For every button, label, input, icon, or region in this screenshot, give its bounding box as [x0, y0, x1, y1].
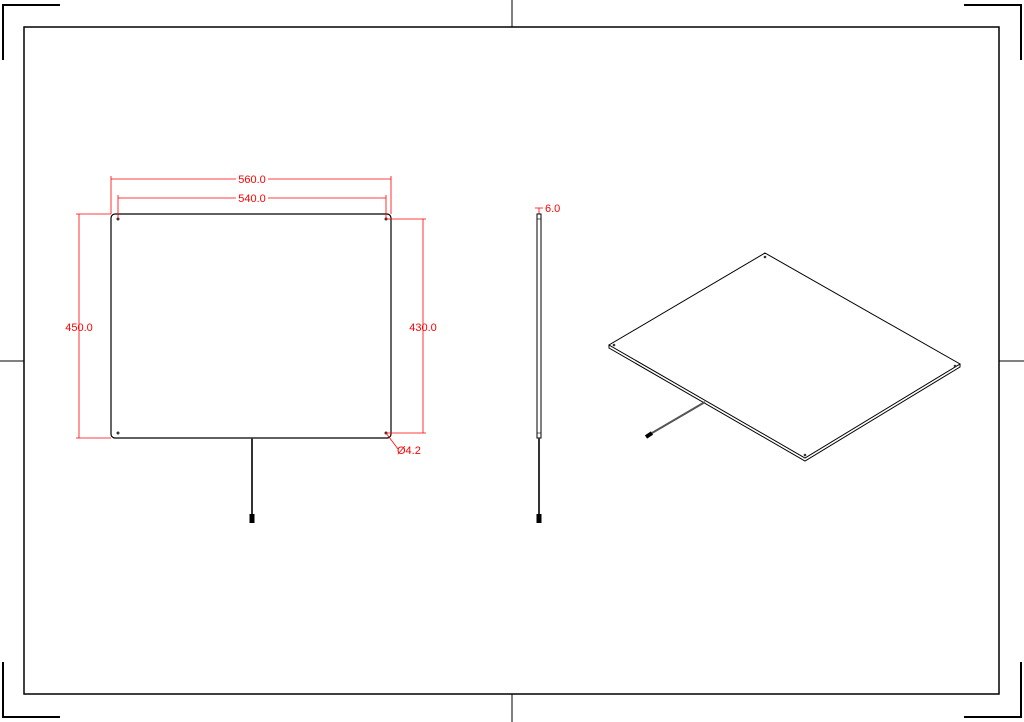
corner-mark-top-right: [964, 4, 1022, 60]
dim-hole-spacing-width: 540.0: [238, 193, 266, 205]
side-view: 6.0: [536, 203, 560, 523]
plate-edge: [536, 213, 542, 439]
cable-connector: [644, 431, 654, 439]
hole: [116, 431, 120, 435]
dim-overall-width: 560.0: [238, 174, 266, 186]
dim-overall-height: 450.0: [65, 322, 93, 334]
front-view: 560.0 540.0 450.0 430.0 Ø4.2: [65, 173, 543, 523]
cable-connector: [249, 514, 255, 523]
cable-connector: [536, 514, 542, 523]
dim-thickness: 6.0: [545, 203, 560, 215]
isometric-view: [608, 252, 961, 462]
plate-top-face: [608, 252, 961, 459]
dim-hole-spacing-height: 430.0: [409, 322, 437, 334]
plate-thickness-edge: [608, 345, 961, 462]
plate-outline: [110, 213, 392, 439]
corner-mark-bottom-right: [964, 662, 1022, 718]
dimension-lines: [76, 176, 543, 450]
corner-mark-top-left: [2, 4, 60, 60]
corner-mark-bottom-left: [2, 662, 60, 718]
dim-hole-diameter: Ø4.2: [397, 445, 421, 457]
mounting-holes: [116, 217, 388, 435]
cable: [651, 401, 706, 434]
